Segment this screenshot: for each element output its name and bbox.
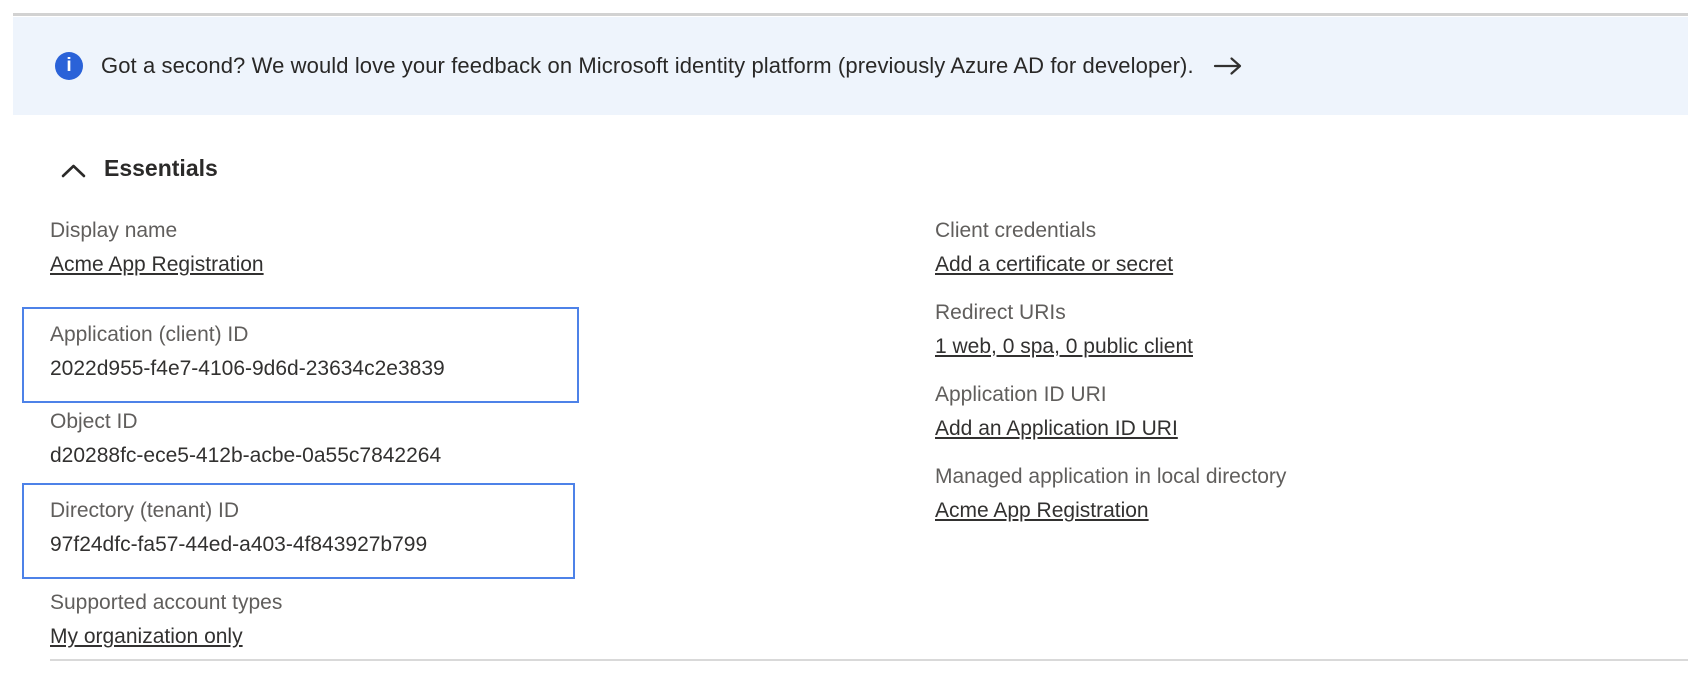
application-client-id-value: 2022d955-f4e7-4106-9d6d-23634c2e3839 xyxy=(50,357,445,380)
essentials-title: Essentials xyxy=(104,155,218,181)
chevron-up-icon[interactable] xyxy=(60,159,87,179)
supported-account-types-link[interactable]: My organization only xyxy=(50,625,243,648)
application-id-uri-label: Application ID URI xyxy=(935,383,1107,406)
redirect-uris-label: Redirect URIs xyxy=(935,301,1066,324)
field-redirect-uris: Redirect URIs 1 web, 0 spa, 0 public cli… xyxy=(935,298,1193,362)
managed-application-link[interactable]: Acme App Registration xyxy=(935,499,1149,522)
directory-tenant-id-highlight-box: Directory (tenant) ID 97f24dfc-fa57-44ed… xyxy=(22,483,575,579)
field-client-credentials: Client credentials Add a certificate or … xyxy=(935,216,1173,280)
field-supported-account-types: Supported account types My organization … xyxy=(50,588,282,652)
display-name-label: Display name xyxy=(50,219,178,242)
info-icon: i xyxy=(55,52,83,80)
display-name-link[interactable]: Acme App Registration xyxy=(50,253,264,276)
field-object-id: Object ID d20288fc-ece5-412b-acbe-0a55c7… xyxy=(50,407,441,471)
bottom-divider xyxy=(50,659,1688,661)
feedback-banner[interactable]: i Got a second? We would love your feedb… xyxy=(13,17,1688,115)
supported-account-types-label: Supported account types xyxy=(50,591,283,614)
application-client-id-label: Application (client) ID xyxy=(50,323,249,346)
directory-tenant-id-label: Directory (tenant) ID xyxy=(50,499,240,522)
banner-message: Got a second? We would love your feedbac… xyxy=(101,53,1194,78)
managed-application-label: Managed application in local directory xyxy=(935,465,1287,488)
add-application-id-uri-link[interactable]: Add an Application ID URI xyxy=(935,417,1178,440)
add-certificate-or-secret-link[interactable]: Add a certificate or secret xyxy=(935,253,1174,276)
redirect-uris-link[interactable]: 1 web, 0 spa, 0 public client xyxy=(935,335,1193,358)
application-client-id-highlight-box: Application (client) ID 2022d955-f4e7-41… xyxy=(22,307,579,403)
field-managed-application: Managed application in local directory A… xyxy=(935,462,1286,526)
field-display-name: Display name Acme App Registration xyxy=(50,216,264,280)
object-id-label: Object ID xyxy=(50,410,138,433)
top-divider xyxy=(13,13,1688,16)
client-credentials-label: Client credentials xyxy=(935,219,1097,242)
field-application-id-uri: Application ID URI Add an Application ID… xyxy=(935,380,1178,444)
essentials-header: Essentials xyxy=(60,155,218,182)
arrow-right-icon[interactable] xyxy=(1212,55,1244,77)
object-id-value: d20288fc-ece5-412b-acbe-0a55c7842264 xyxy=(50,444,442,467)
directory-tenant-id-value: 97f24dfc-fa57-44ed-a403-4f843927b799 xyxy=(50,533,428,556)
